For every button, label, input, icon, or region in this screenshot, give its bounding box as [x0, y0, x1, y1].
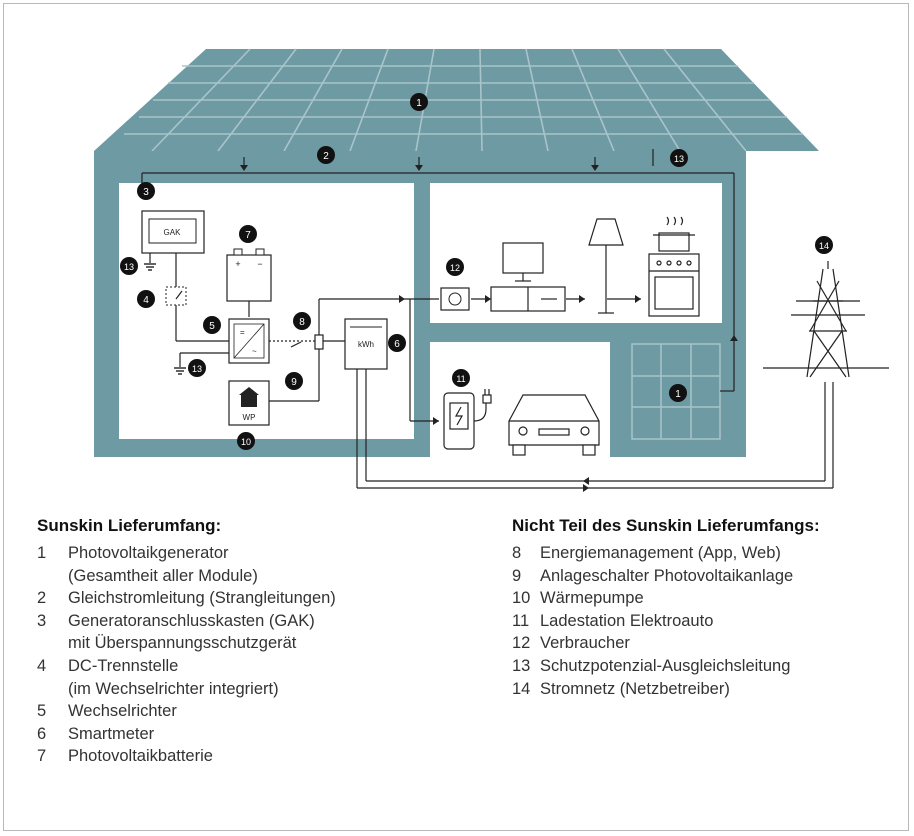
legend-not-included-title: Nicht Teil des Sunskin Lieferumfangs: [512, 516, 820, 535]
dc-switch [165, 286, 187, 306]
svg-text:~: ~ [252, 347, 257, 356]
svg-text:=: = [240, 328, 245, 337]
svg-text:4: 4 [143, 295, 149, 306]
svg-text:13: 13 [674, 154, 684, 164]
inverter: = ~ [228, 318, 270, 364]
svg-text:WP: WP [243, 413, 256, 422]
gak-box: GAK [141, 210, 205, 254]
svg-text:13: 13 [124, 262, 134, 272]
battery: + − [226, 248, 272, 317]
socket [440, 287, 470, 311]
number-badges: 1 2 3 4 5 6 7 8 9 10 11 12 13 13 13 14 1 [120, 93, 833, 450]
svg-text:8: 8 [299, 317, 305, 328]
svg-text:1: 1 [416, 98, 422, 109]
svg-text:1: 1 [675, 389, 681, 400]
svg-text:5: 5 [209, 321, 215, 332]
roof-solar-panels [94, 48, 819, 152]
power-pylon [763, 261, 889, 378]
stove [648, 216, 700, 317]
gak-label: GAK [164, 228, 182, 237]
heat-pump: WP [228, 380, 270, 426]
svg-text:−: − [257, 259, 262, 269]
svg-text:10: 10 [241, 437, 251, 447]
svg-text:13: 13 [192, 364, 202, 374]
svg-text:9: 9 [291, 377, 297, 388]
svg-text:2: 2 [323, 151, 329, 162]
svg-text:+: + [235, 259, 240, 269]
floor-lamp [588, 218, 624, 314]
legend-included-title: Sunskin Lieferumfang: [37, 516, 222, 535]
svg-text:6: 6 [394, 339, 400, 350]
svg-text:11: 11 [456, 374, 465, 384]
svg-text:3: 3 [143, 187, 149, 198]
tv-furniture [490, 242, 566, 312]
pv-system-diagram: GAK + − = ~ [94, 48, 889, 492]
svg-text:14: 14 [819, 241, 829, 251]
smart-meter: kWh [344, 318, 388, 488]
svg-text:12: 12 [450, 263, 460, 273]
svg-text:7: 7 [245, 230, 251, 241]
ev-charger [443, 389, 492, 450]
svg-text:kWh: kWh [358, 340, 374, 349]
diagram-frame: GAK + − = ~ [3, 3, 909, 831]
electric-car [508, 394, 600, 456]
